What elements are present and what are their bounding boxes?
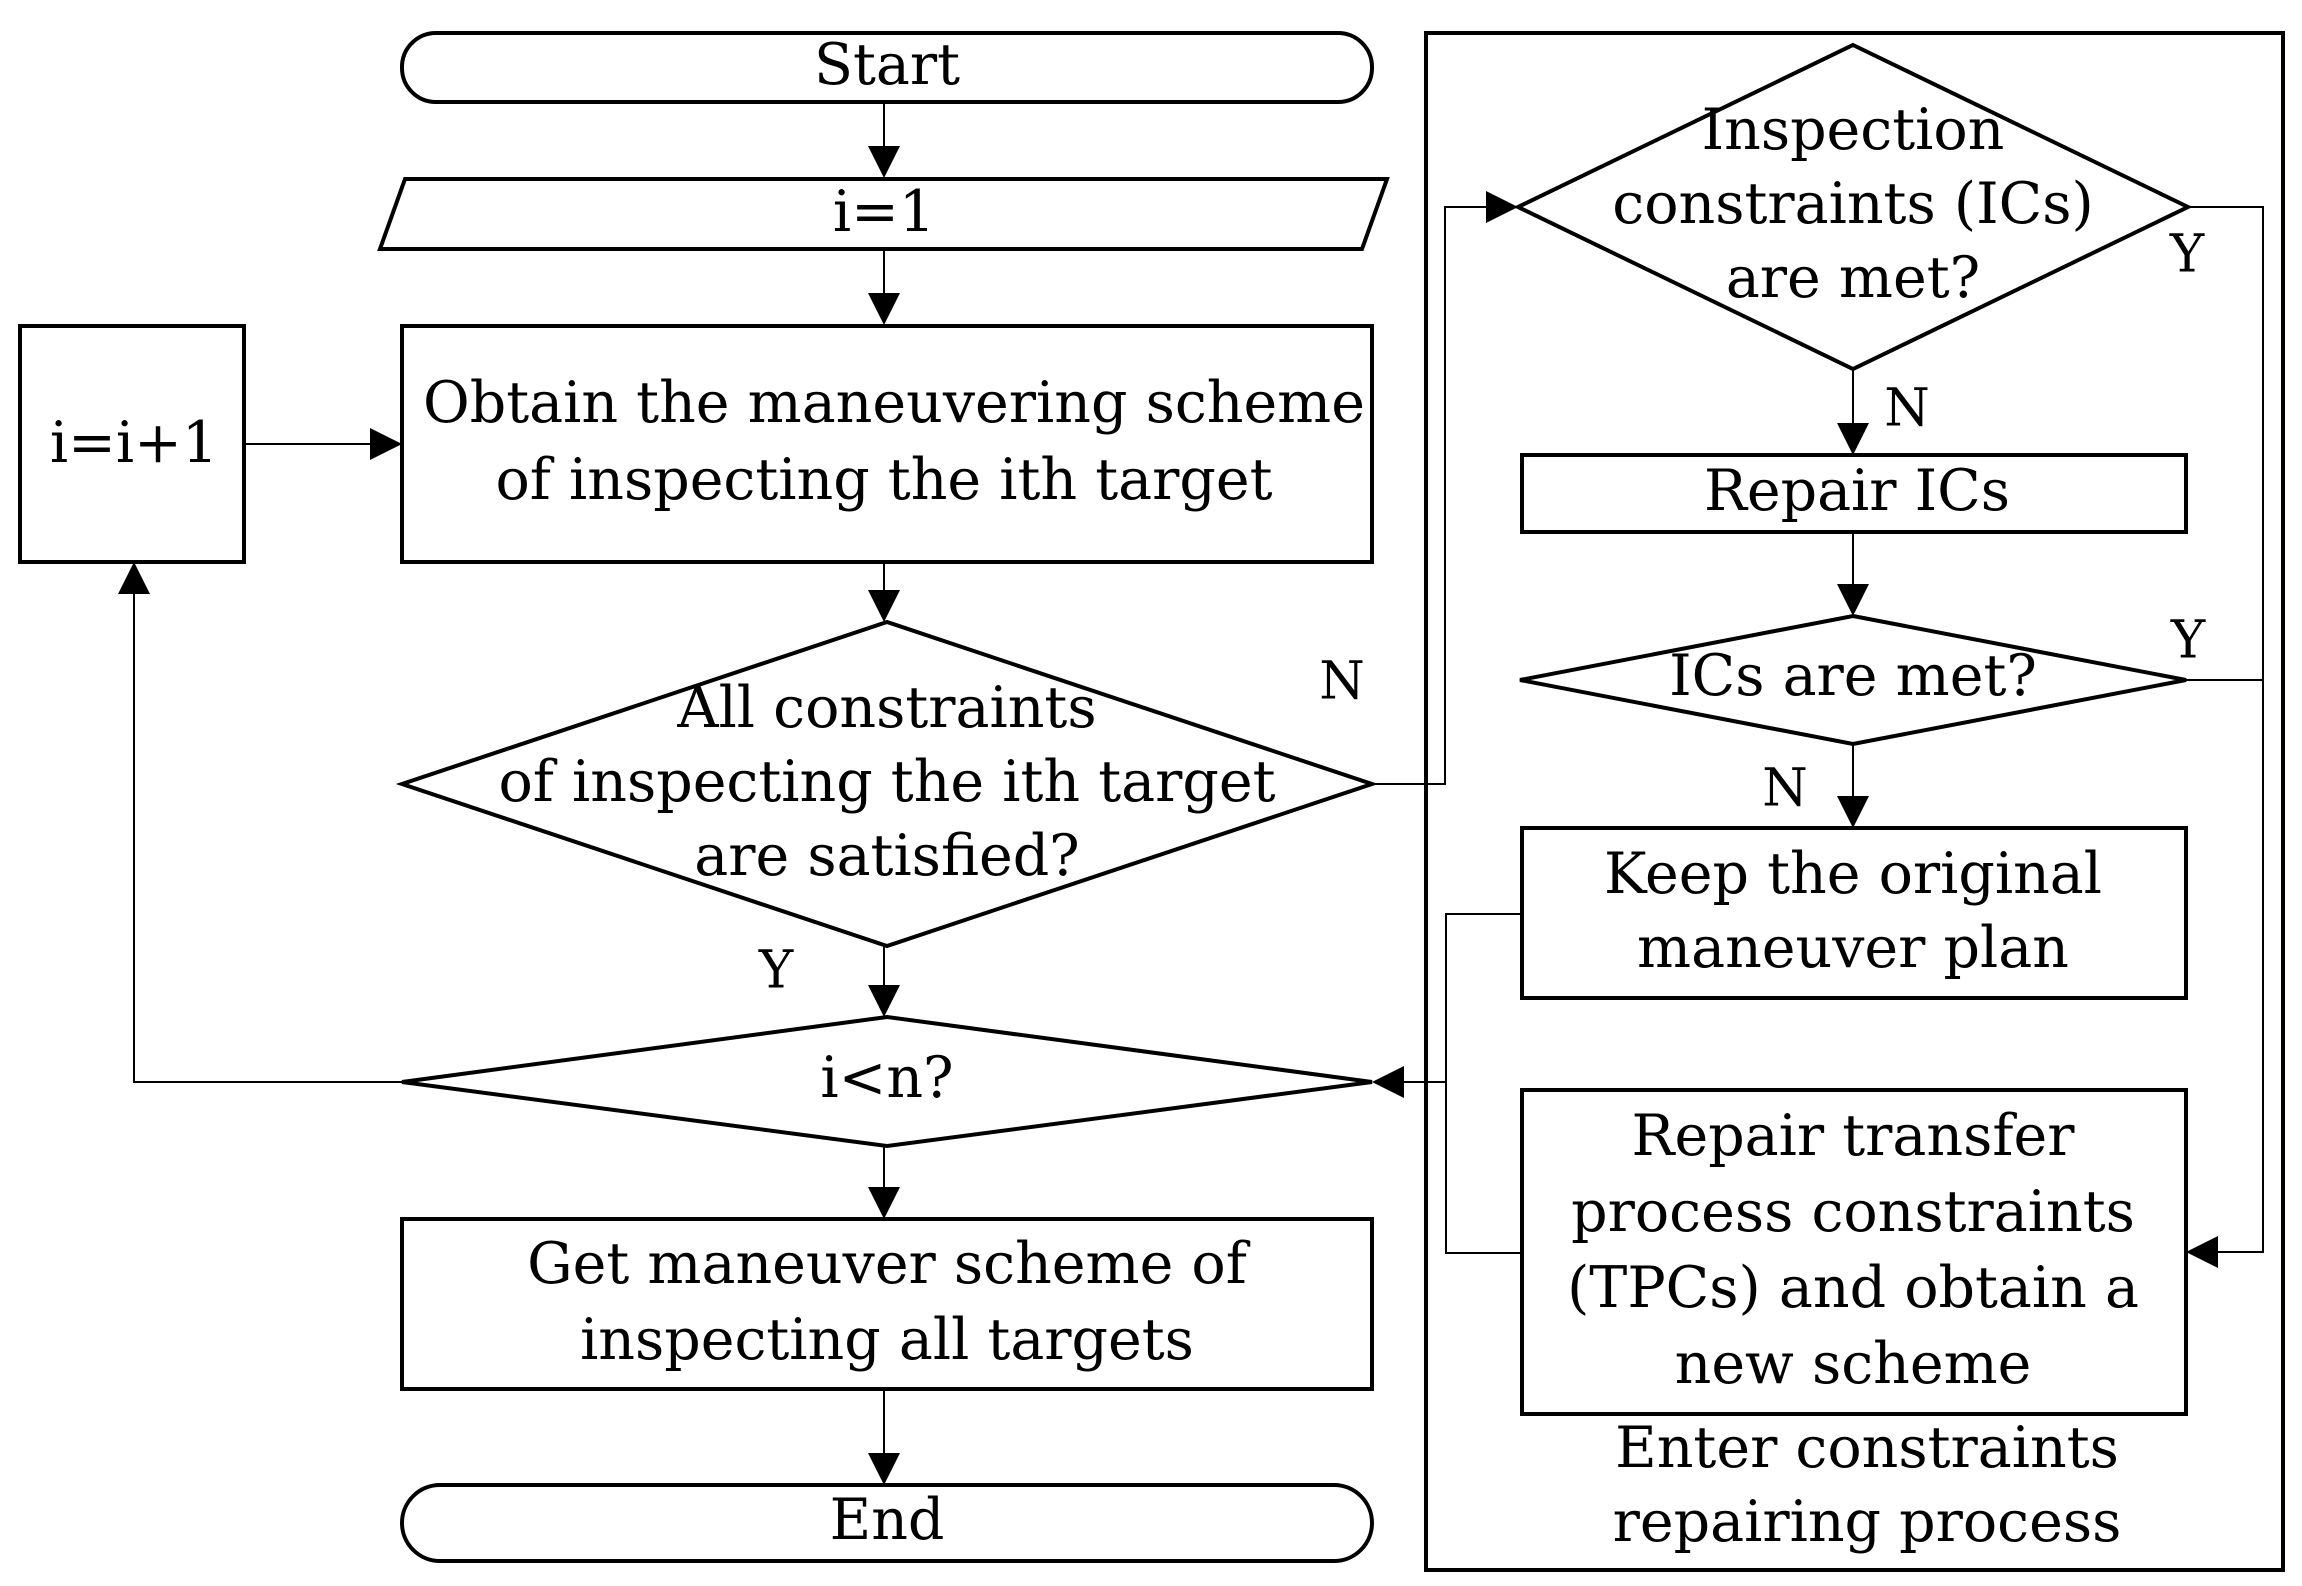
loop-check-decision: i<n? bbox=[401, 1014, 1373, 1149]
increment-label: i=i+1 bbox=[50, 410, 218, 476]
edge-label-ic-met-yes: Y bbox=[2169, 225, 2205, 285]
connector-ic-check-yes-to-repair-tpcs bbox=[2186, 206, 2264, 1268]
repair-tpcs-line-2: process constraints bbox=[1571, 1179, 2135, 1245]
all-constraints-line-3: are satisfied? bbox=[694, 823, 1080, 889]
get-all-line-2: inspecting all targets bbox=[580, 1307, 1194, 1373]
keep-original-line-2: maneuver plan bbox=[1637, 915, 2069, 981]
increment-node: i=i+1 bbox=[18, 324, 246, 564]
ics-met-again-label: ICs are met? bbox=[1669, 643, 2037, 709]
end-label: End bbox=[830, 1487, 945, 1553]
connector-repair-to-recheck bbox=[1837, 532, 1869, 616]
repair-ics-node: Repair ICs bbox=[1520, 453, 2188, 534]
connector-ic-check-no-to-repair bbox=[1837, 369, 1869, 455]
repair-tpcs-line-3: (TPCs) and obtain a bbox=[1567, 1255, 2139, 1321]
loop-check-label: i<n? bbox=[820, 1045, 953, 1111]
end-node: End bbox=[400, 1483, 1374, 1563]
start-label: Start bbox=[814, 32, 960, 98]
repair-tpcs-line-4: new scheme bbox=[1675, 1331, 2032, 1397]
connector-loop-to-get-all bbox=[868, 1146, 900, 1219]
start-node: Start bbox=[400, 31, 1374, 104]
connector-subprocess-to-loop bbox=[1372, 913, 1522, 1254]
connector-recheck-no-to-keep bbox=[1837, 744, 1869, 828]
edge-label-ics-met-again-yes: Y bbox=[2170, 611, 2206, 671]
edge-label-all-constraints-no: N bbox=[1319, 652, 1365, 712]
connector-init-to-obtain bbox=[868, 249, 900, 325]
obtain-line-2: of inspecting the ith target bbox=[495, 447, 1272, 513]
get-all-line-1: Get maneuver scheme of bbox=[527, 1231, 1251, 1297]
obtain-scheme-node: Obtain the maneuvering scheme of inspect… bbox=[400, 324, 1374, 564]
edge-label-ics-met-again-no: N bbox=[1762, 759, 1808, 819]
connector-start-to-init bbox=[868, 102, 900, 178]
ic-met-line-2: constraints (ICs) bbox=[1612, 171, 2093, 237]
repair-tpcs-line-1: Repair transfer bbox=[1632, 1103, 2076, 1169]
all-constraints-decision: All constraints of inspecting the ith ta… bbox=[395, 619, 1379, 949]
subprocess-caption-line-1: Enter constraints bbox=[1615, 1415, 2119, 1481]
connector-get-all-to-end bbox=[868, 1389, 900, 1485]
ics-met-again-decision: ICs are met? bbox=[1519, 613, 2187, 747]
edge-label-ic-met-no: N bbox=[1884, 379, 1930, 439]
ic-met-decision: Inspection constraints (ICs) are met? bbox=[1513, 42, 2193, 372]
connector-decision-yes-to-loop bbox=[868, 946, 900, 1017]
edge-label-all-constraints-yes: Y bbox=[758, 941, 794, 1001]
all-constraints-line-2: of inspecting the ith target bbox=[498, 749, 1275, 815]
init-node: i=1 bbox=[377, 177, 1390, 251]
keep-original-node: Keep the original maneuver plan bbox=[1520, 826, 2188, 1000]
init-label: i=1 bbox=[833, 179, 935, 245]
connector-obtain-to-decision bbox=[868, 562, 900, 622]
ic-met-line-3: are met? bbox=[1726, 245, 1980, 311]
all-constraints-line-1: All constraints bbox=[676, 675, 1096, 741]
obtain-line-1: Obtain the maneuvering scheme bbox=[423, 370, 1365, 436]
get-all-scheme-node: Get maneuver scheme of inspecting all ta… bbox=[400, 1217, 1374, 1391]
repair-ics-label: Repair ICs bbox=[1704, 458, 2010, 524]
subprocess-caption-line-2: repairing process bbox=[1613, 1489, 2122, 1555]
connector-increment-to-obtain bbox=[244, 428, 402, 460]
keep-original-line-1: Keep the original bbox=[1604, 841, 2102, 907]
connector-decision-no-to-ic-check bbox=[1372, 191, 1518, 785]
connector-loop-back-to-increment bbox=[118, 562, 402, 1083]
repair-tpcs-node: Repair transfer process constraints (TPC… bbox=[1520, 1088, 2188, 1416]
ic-met-line-1: Inspection bbox=[1702, 97, 2005, 163]
